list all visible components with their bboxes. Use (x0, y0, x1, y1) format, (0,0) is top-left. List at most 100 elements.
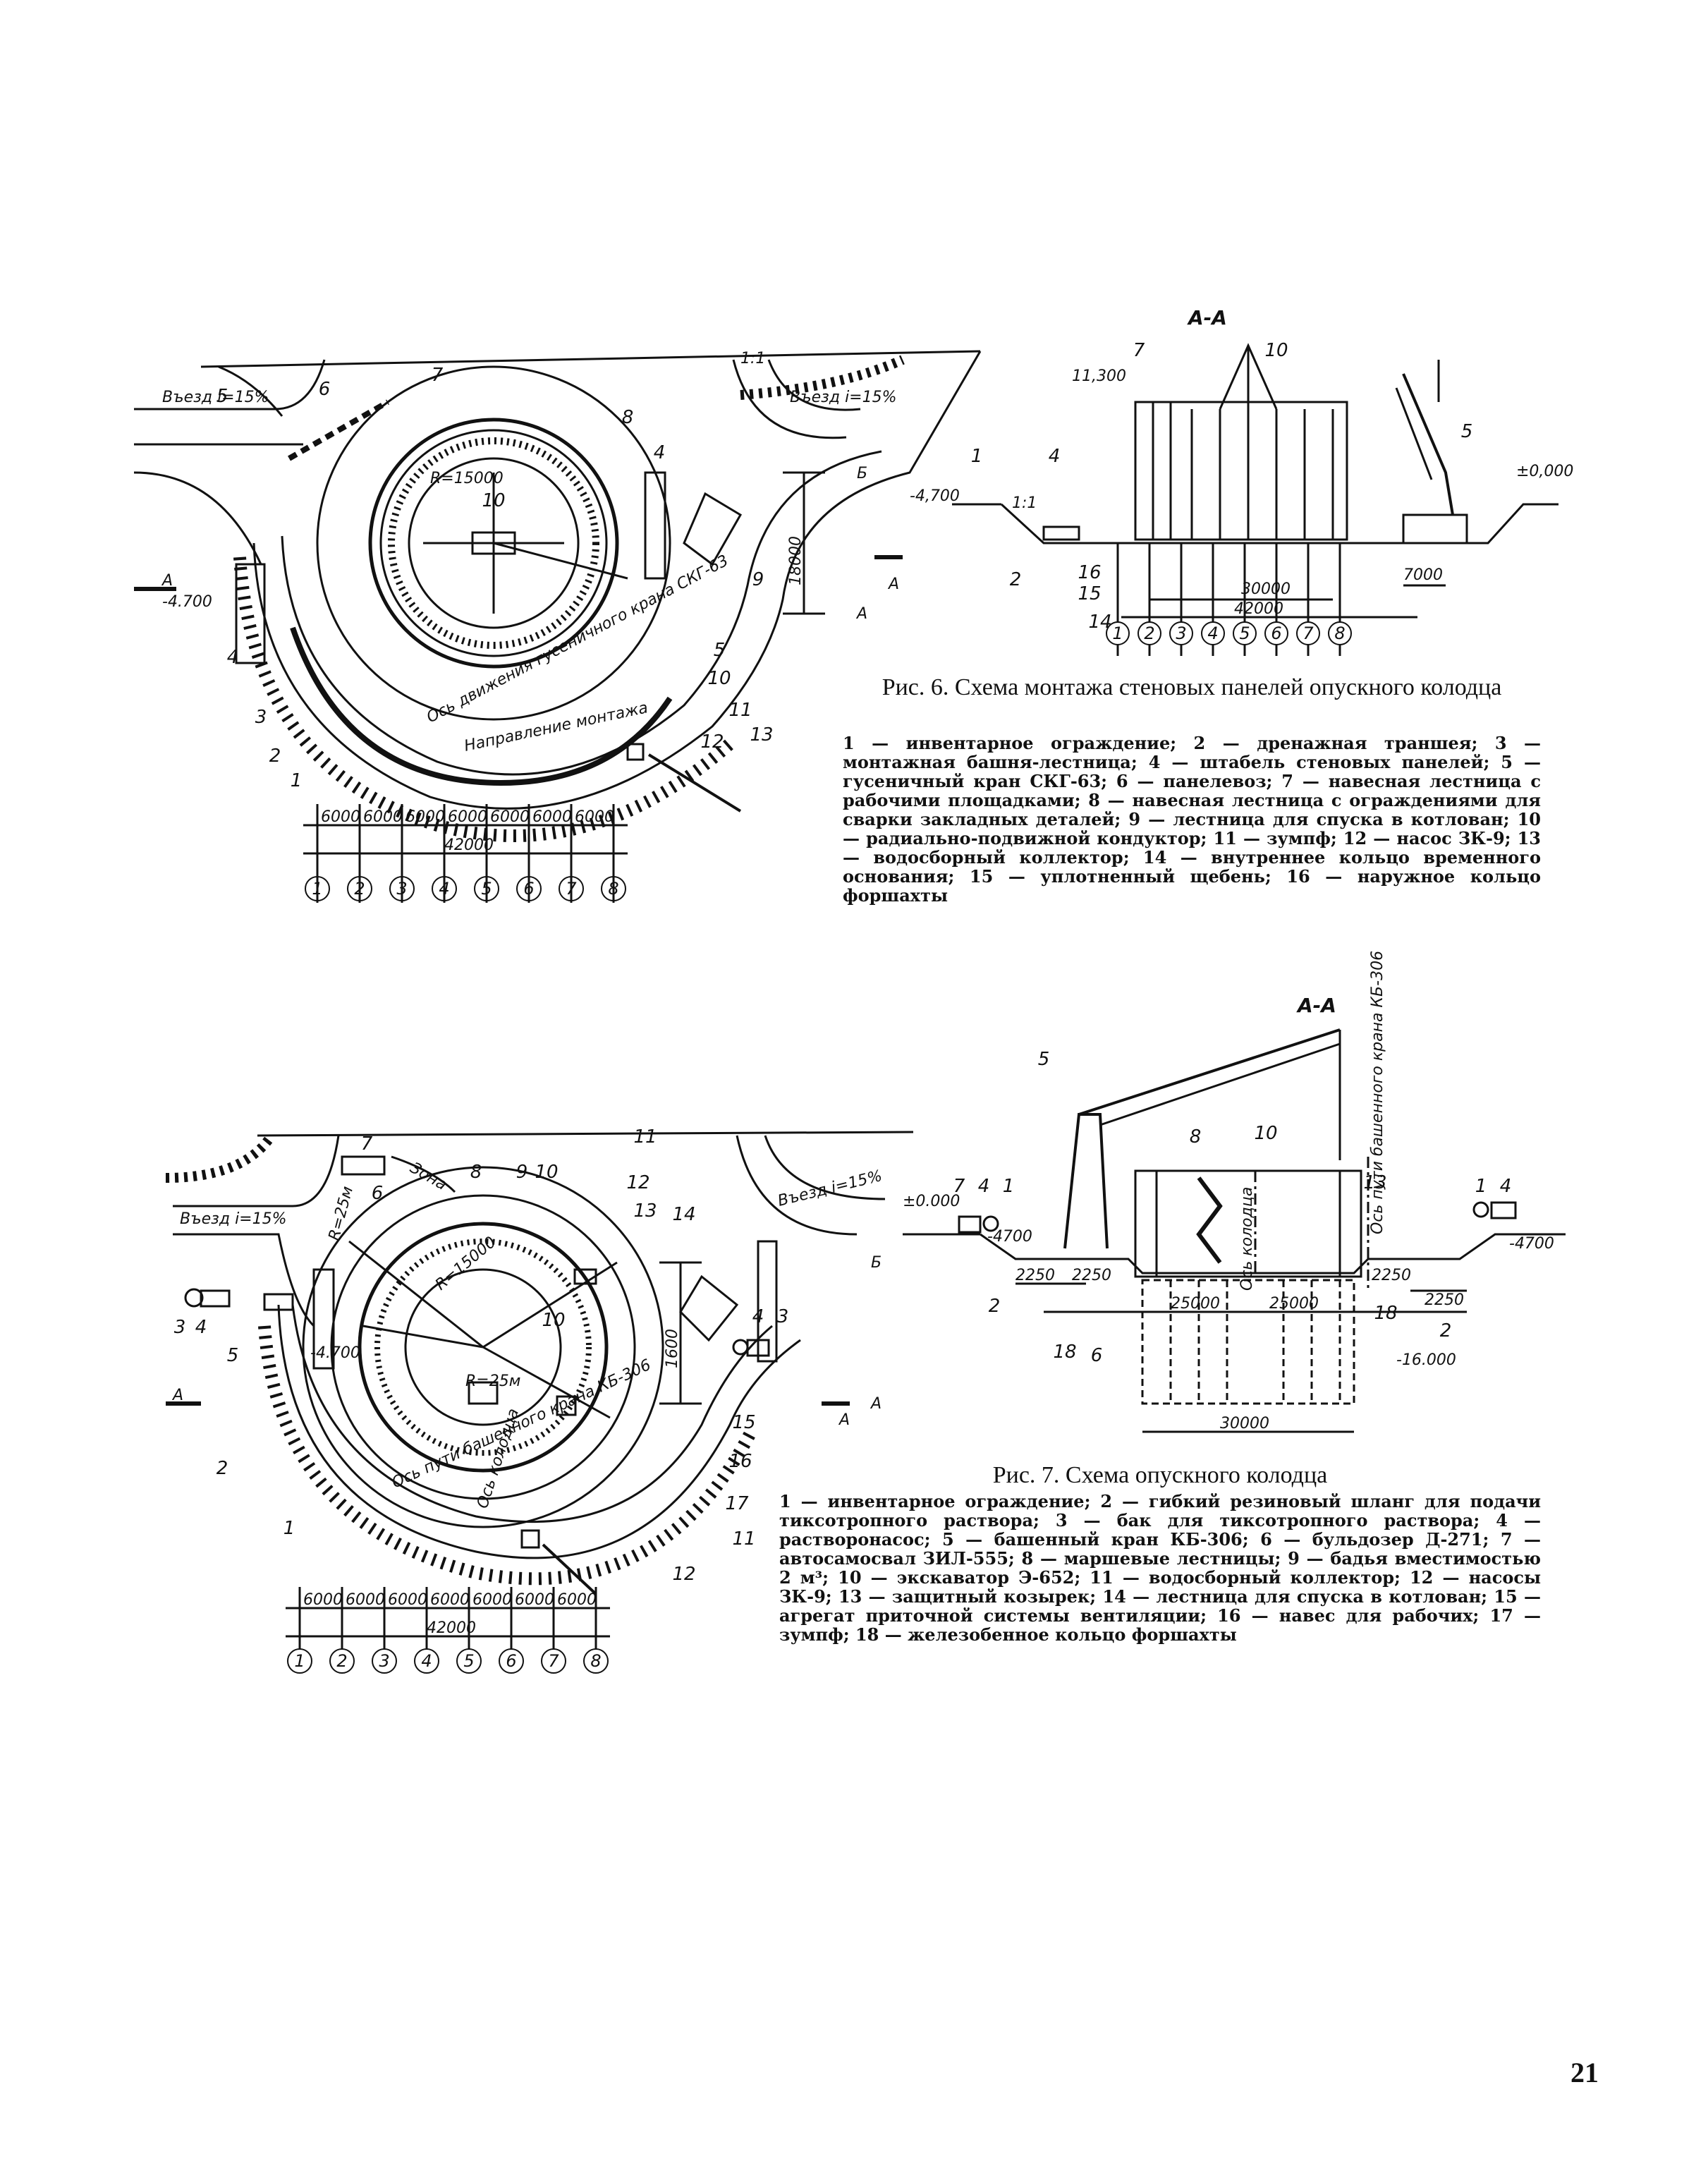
axis-B: Б (871, 1254, 882, 1272)
svg-text:2: 2 (1010, 569, 1022, 590)
svg-text:6: 6 (319, 379, 331, 400)
mark-4700: -4.700 (162, 593, 212, 611)
svg-text:10: 10 (707, 668, 731, 689)
svg-text:8: 8 (470, 1162, 482, 1183)
svg-text:18: 18 (1053, 1341, 1076, 1363)
svg-text:10: 10 (482, 490, 505, 511)
svg-text:2: 2 (1440, 1320, 1452, 1341)
svg-text:4: 4 (1207, 623, 1218, 643)
dim-total: 42000 (427, 1619, 476, 1637)
svg-text:6: 6 (1091, 1345, 1103, 1366)
plan-callouts: 1 2 3 4 4 5 5 6 7 8 9 10 10 11 12 13 (216, 365, 774, 791)
svg-text:1: 1 (1112, 623, 1123, 643)
svg-text:13: 13 (633, 1200, 657, 1222)
svg-text:8: 8 (608, 879, 618, 899)
page-number: 21 (1570, 2057, 1599, 2088)
svg-text:3: 3 (255, 707, 267, 728)
level-bottom: -4,700 (910, 487, 960, 505)
svg-text:1: 1 (971, 446, 983, 467)
section-axis-markers: 1 2 3 4 5 6 7 8 (1106, 621, 1352, 645)
dim-42000: 42000 (1234, 600, 1283, 618)
section-mark-left: A (161, 572, 173, 590)
dim-6: 6000 (515, 1591, 554, 1609)
svg-text:9: 9 (516, 1162, 528, 1183)
dim-2: 6000 (346, 1591, 385, 1609)
figure7-plan: Въезд i=15% Въезд i=15% Зона R=25м R=25м… (165, 1126, 914, 1674)
dim-3: 6000 (405, 808, 445, 826)
dim-1600: 1600 (664, 1329, 681, 1368)
svg-text:4: 4 (227, 647, 239, 668)
svg-text:10: 10 (535, 1162, 558, 1183)
dim-5: 6000 (490, 808, 530, 826)
dim-5: 6000 (472, 1591, 512, 1609)
dim-2250a: 2250 (1015, 1267, 1055, 1284)
dim-25000a: 25000 (1171, 1295, 1220, 1313)
dim-2250d: 2250 (1425, 1291, 1464, 1309)
svg-text:7: 7 (361, 1133, 373, 1155)
level-16000: -16.000 (1396, 1351, 1456, 1369)
svg-text:8: 8 (622, 407, 634, 428)
svg-text:5: 5 (463, 1651, 474, 1671)
figure7-section: А-А ±0.000 -4700 -4700 -16.000 2250 2250… (903, 951, 1566, 1433)
level-zero: ±0,000 (1516, 463, 1573, 480)
svg-text:1: 1 (1003, 1176, 1015, 1197)
svg-text:3: 3 (777, 1306, 789, 1327)
svg-text:7: 7 (1133, 340, 1145, 361)
svg-text:15: 15 (1078, 583, 1101, 604)
dim-1: 6000 (303, 1591, 343, 1609)
svg-text:4: 4 (1500, 1176, 1512, 1197)
level-4700b: -4700 (1509, 1235, 1554, 1253)
svg-text:4: 4 (421, 1651, 432, 1671)
svg-text:9: 9 (752, 569, 764, 590)
svg-text:3: 3 (1176, 623, 1186, 643)
dim-2: 6000 (363, 808, 403, 826)
svg-text:11: 11 (732, 1528, 755, 1550)
svg-text:5: 5 (1239, 623, 1250, 643)
svg-text:3: 3 (379, 1651, 389, 1671)
figure6-caption-body: 1 — инвентарное ограждение; 2 — дренажна… (843, 733, 1541, 906)
section-title: А-А (1296, 994, 1336, 1017)
crane-path-label: Ось пути башенного крана КБ-306 (1369, 951, 1386, 1234)
svg-text:4: 4 (978, 1176, 990, 1197)
figure6-plan: Въезд i=15% Въезд i=15% 1:1 -4.700 R=150… (133, 350, 982, 903)
dim-18000: 18000 (787, 536, 805, 585)
svg-text:6: 6 (506, 1651, 516, 1671)
well-axis-label: Ось колодца (1238, 1187, 1256, 1291)
svg-text:11: 11 (633, 1126, 657, 1148)
svg-text:2: 2 (336, 1651, 347, 1671)
axis-A: А (870, 1395, 882, 1413)
dim-2250c: 2250 (1372, 1267, 1411, 1284)
slope-label: 1:1 (740, 350, 765, 367)
svg-text:6: 6 (1271, 623, 1281, 643)
svg-text:1: 1 (283, 1518, 295, 1539)
svg-text:3: 3 (174, 1317, 186, 1338)
entry-left-label: Въезд i=15% (162, 389, 269, 406)
radius-label: R=15000 (430, 470, 504, 487)
dim-30000: 30000 (1241, 580, 1291, 598)
svg-text:7: 7 (566, 879, 577, 899)
svg-text:10: 10 (1254, 1123, 1277, 1144)
axis-B: Б (857, 465, 867, 482)
svg-text:7: 7 (953, 1176, 965, 1197)
svg-text:17: 17 (725, 1493, 749, 1514)
svg-text:15: 15 (732, 1412, 755, 1433)
section-mark-right: A (887, 576, 899, 593)
dim-7: 6000 (557, 1591, 597, 1609)
svg-text:18: 18 (1374, 1303, 1397, 1324)
svg-text:7: 7 (432, 365, 444, 386)
plan-callouts: 1 2 3 3 4 4 5 6 7 8 9 10 10 11 11 12 12 … (174, 1126, 789, 1585)
svg-text:7: 7 (1303, 623, 1314, 643)
dim-30000: 30000 (1220, 1415, 1269, 1432)
svg-text:8: 8 (590, 1651, 601, 1671)
svg-text:4: 4 (439, 879, 449, 899)
section-mark-left: A (171, 1387, 183, 1404)
svg-text:10: 10 (542, 1310, 565, 1331)
svg-text:14: 14 (672, 1204, 695, 1225)
r15-label: R=15000 (432, 1234, 500, 1294)
dim-3: 6000 (388, 1591, 427, 1609)
svg-text:5: 5 (216, 386, 228, 407)
section-mark-right: A (838, 1411, 850, 1429)
section-callouts: 1 1 2 2 4 4 5 6 7 8 10 13 18 18 (953, 1049, 1512, 1366)
dim-total: 42000 (444, 836, 494, 854)
figure7-caption-body: 1 — инвентарное ограждение; 2 — гибкий р… (779, 1491, 1541, 1645)
